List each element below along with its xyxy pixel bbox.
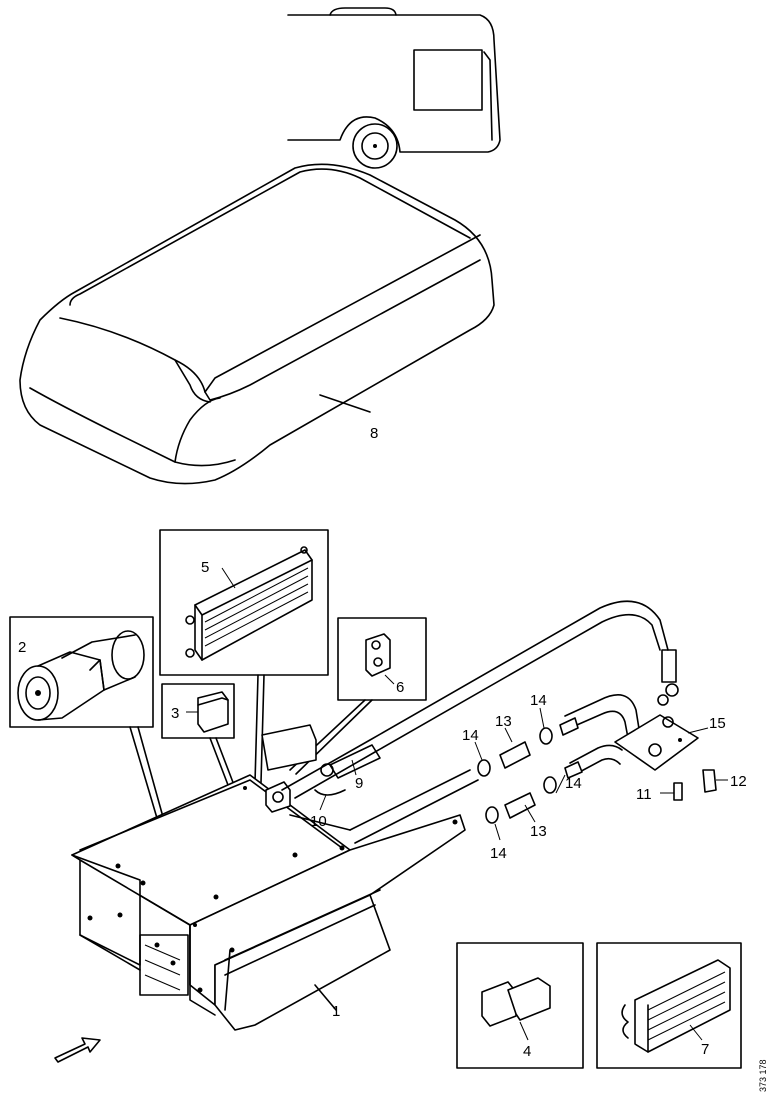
direction-arrow-icon bbox=[54, 1037, 101, 1063]
label-4: 4 bbox=[523, 1043, 531, 1060]
roof-cover bbox=[19, 163, 495, 485]
coolant-pipes: 15 bbox=[281, 600, 726, 844]
label-12: 12 bbox=[730, 773, 747, 790]
label-10: 10 bbox=[310, 813, 327, 830]
label-8: 8 bbox=[370, 425, 378, 442]
label-13-b: 13 bbox=[530, 823, 547, 840]
label-11: 11 bbox=[636, 786, 652, 803]
drawing-code: 373 178 bbox=[758, 1059, 768, 1092]
fittings: 9 10 11 12 bbox=[310, 759, 747, 830]
label-2: 2 bbox=[18, 639, 26, 656]
inset-box-7: 7 bbox=[596, 942, 742, 1069]
inset-box-2: 2 bbox=[9, 616, 154, 728]
vehicle-outline bbox=[287, 7, 501, 169]
hose-connectors: 14 13 14 14 13 14 bbox=[462, 692, 583, 862]
label-14-a: 14 bbox=[462, 727, 479, 744]
inset-box-5: 5 bbox=[159, 529, 329, 676]
label-6: 6 bbox=[396, 679, 404, 696]
label-3: 3 bbox=[171, 705, 179, 722]
label-14-c: 14 bbox=[565, 775, 582, 792]
label-1: 1 bbox=[332, 1003, 340, 1020]
inset-box-3: 3 bbox=[161, 683, 235, 739]
main-heater-unit: 1 bbox=[71, 724, 466, 1031]
label-14-b: 14 bbox=[530, 692, 547, 709]
inset-box-6: 6 bbox=[337, 617, 427, 701]
label-7: 7 bbox=[701, 1041, 709, 1058]
label-9: 9 bbox=[355, 775, 363, 792]
label-15: 15 bbox=[709, 715, 726, 732]
label-5: 5 bbox=[201, 559, 209, 576]
inset-box-4: 4 bbox=[456, 942, 584, 1069]
label-13-a: 13 bbox=[495, 713, 512, 730]
label-14-d: 14 bbox=[490, 845, 507, 862]
